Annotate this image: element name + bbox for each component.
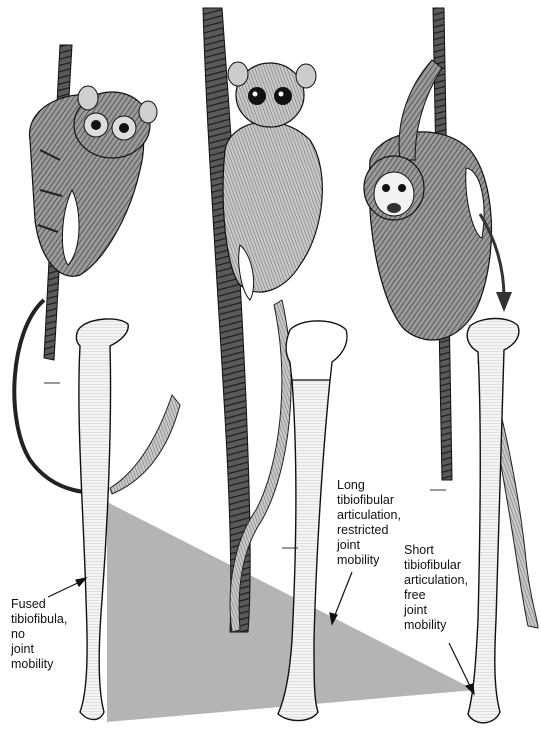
short-articulation-label: Short tibiofibular articulation, free jo… — [404, 543, 484, 633]
long-pointer-line — [333, 572, 352, 620]
fused-tibiofibula-label: Fused tibiofibula, no joint mobility — [11, 597, 81, 672]
fused-pointer-arrowhead-icon — [76, 578, 86, 586]
arrow-head-icon — [496, 292, 512, 312]
